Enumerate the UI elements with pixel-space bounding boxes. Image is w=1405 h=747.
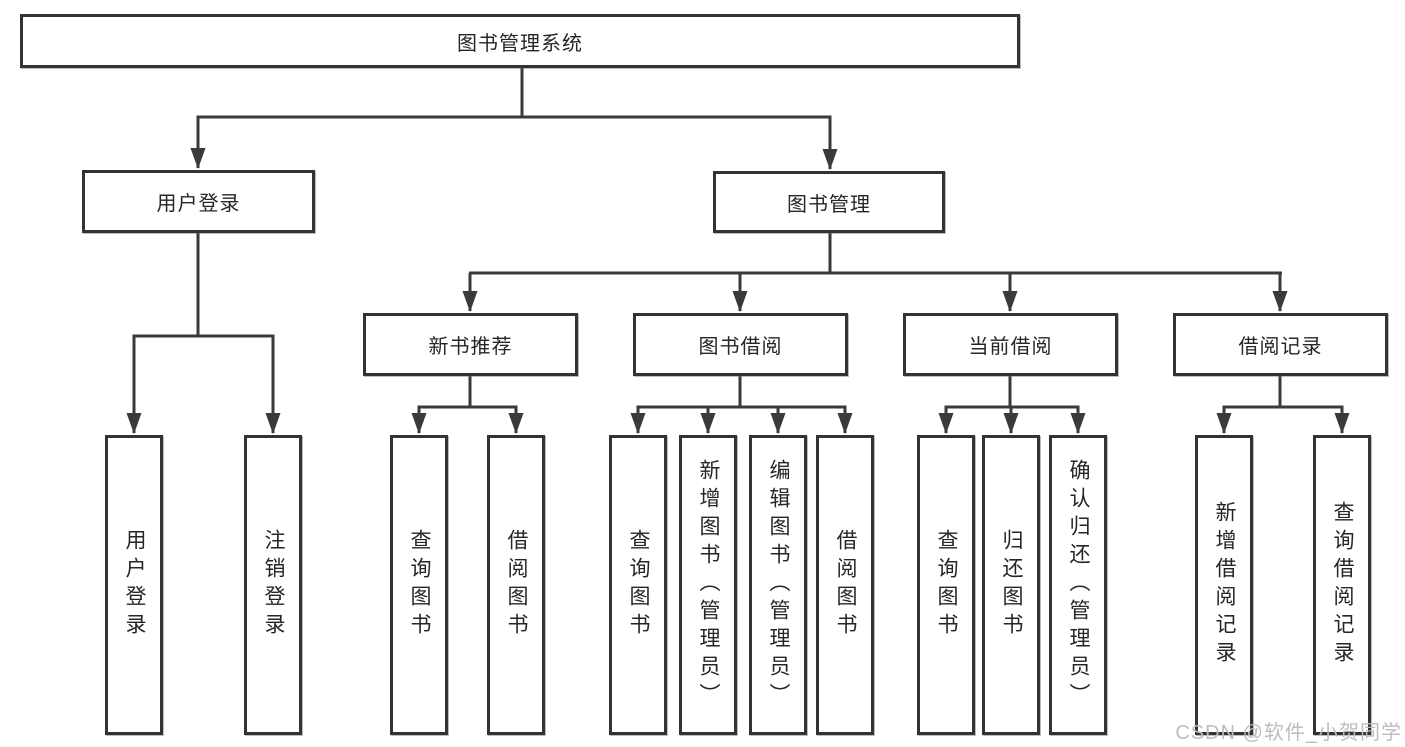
node-new-book-recommend-label: 新书推荐: [428, 336, 513, 358]
watermark: CSDN @软件_小贺同学: [1175, 722, 1402, 744]
leaf-query-books-recommend: 查询图书: [390, 435, 448, 735]
connector-root-trunk: [196, 68, 832, 119]
leaf-query-books-recommend-label: 查询图书: [408, 529, 431, 641]
leaf-add-borrow-record-label: 新增借阅记录: [1213, 501, 1236, 669]
connector-book-borrow-trunk: [636, 376, 847, 409]
node-book-borrow: 图书借阅: [633, 313, 848, 376]
leaf-return-book-label: 归还图书: [1000, 529, 1023, 641]
leaf-logout-label: 注销登录: [262, 529, 285, 641]
leaf-user-login: 用户登录: [105, 435, 163, 735]
leaf-query-books-current: 查询图书: [917, 435, 975, 735]
node-borrow-record-label: 借阅记录: [1238, 336, 1323, 358]
leaf-confirm-return-admin: 确认归还（管理员）: [1049, 435, 1107, 735]
node-book-borrow-label: 图书借阅: [698, 336, 783, 358]
node-root-label: 图书管理系统: [457, 32, 583, 55]
leaf-edit-book-admin-label: 编辑图书（管理员）: [767, 459, 790, 711]
leaf-edit-book-admin: 编辑图书（管理员）: [749, 435, 807, 735]
connector-new-book-trunk: [417, 376, 518, 409]
leaf-add-book-admin: 新增图书（管理员）: [679, 435, 737, 735]
leaf-confirm-return-admin-label: 确认归还（管理员）: [1067, 459, 1090, 711]
node-user-login: 用户登录: [82, 170, 315, 233]
leaf-query-books-borrow: 查询图书: [609, 435, 667, 735]
leaf-borrow-book-recommend: 借阅图书: [487, 435, 545, 735]
leaf-user-login-label: 用户登录: [123, 529, 146, 641]
leaf-borrow-book-label: 借阅图书: [834, 529, 857, 641]
leaf-query-books-current-label: 查询图书: [935, 529, 958, 641]
node-borrow-record: 借阅记录: [1173, 313, 1388, 376]
leaf-borrow-book-recommend-label: 借阅图书: [505, 529, 528, 641]
leaf-return-book: 归还图书: [982, 435, 1040, 735]
leaf-logout: 注销登录: [244, 435, 302, 735]
node-book-management-label: 图书管理: [787, 193, 871, 216]
node-current-borrow-label: 当前借阅: [968, 336, 1053, 358]
node-new-book-recommend: 新书推荐: [363, 313, 578, 376]
connector-user-login-trunk: [132, 233, 275, 338]
leaf-add-borrow-record: 新增借阅记录: [1195, 435, 1253, 735]
connector-borrow-record-trunk: [1222, 376, 1344, 409]
node-book-management: 图书管理: [713, 171, 945, 233]
connector-current-borrow-trunk: [944, 376, 1080, 409]
leaf-query-borrow-record: 查询借阅记录: [1313, 435, 1371, 735]
leaf-borrow-book: 借阅图书: [816, 435, 874, 735]
leaf-add-book-admin-label: 新增图书（管理员）: [697, 459, 720, 711]
leaf-query-borrow-record-label: 查询借阅记录: [1331, 501, 1354, 669]
leaf-query-books-borrow-label: 查询图书: [627, 529, 650, 641]
connector-book-management-trunk: [469, 233, 1282, 275]
node-user-login-label: 用户登录: [156, 193, 241, 215]
node-root: 图书管理系统: [20, 14, 1020, 68]
node-current-borrow: 当前借阅: [903, 313, 1118, 376]
